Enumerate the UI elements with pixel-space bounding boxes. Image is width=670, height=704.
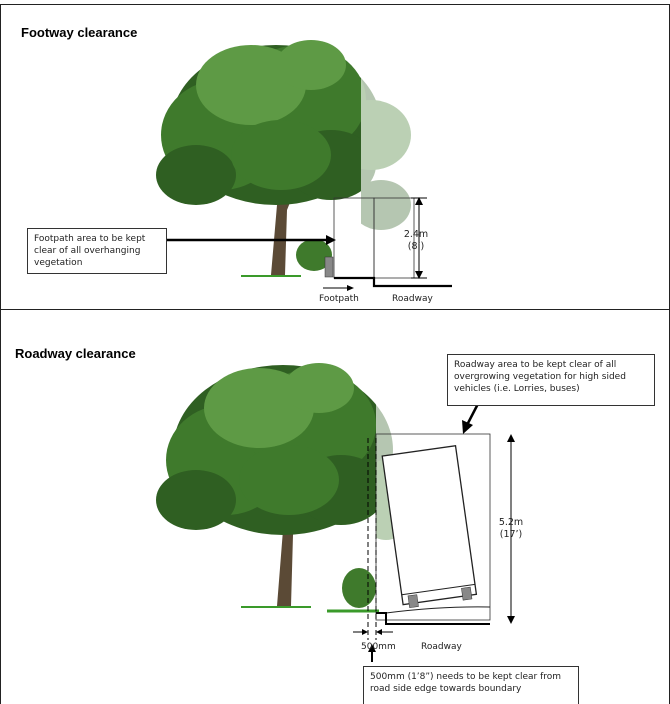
roadway-label: Roadway (421, 642, 462, 652)
footway-heading: Footway clearance (21, 25, 138, 40)
height-label-group: 2.4m (8’) (401, 229, 431, 253)
height-imperial: (17’) (499, 529, 523, 540)
offset-callout: 500mm (1’8”) needs to be kept clear from… (363, 666, 579, 704)
height-imperial: (8’) (407, 241, 425, 252)
footpath-label: Footpath (319, 294, 359, 304)
bollard (324, 256, 334, 278)
road-line (376, 612, 490, 625)
height-metric: 2.4m (403, 229, 429, 240)
tree-illustration (156, 363, 376, 606)
height-metric: 5.2m (498, 517, 524, 528)
footway-clearance-panel: Footway clearance (0, 4, 670, 310)
roadway-diagram (156, 363, 515, 662)
bush (342, 568, 376, 608)
vehicle-outline (381, 445, 478, 609)
tree-illustration (156, 40, 361, 275)
bush (296, 239, 332, 271)
roadway-heading: Roadway clearance (15, 346, 136, 361)
roadway-label: Roadway (392, 294, 433, 304)
roadway-clearance-panel: Roadway clearance (0, 309, 670, 704)
offset-label: 500mm (361, 642, 396, 652)
roadway-callout: Roadway area to be kept clear of all ove… (447, 354, 655, 406)
kerb-line (334, 276, 452, 288)
height-label-group: 5.2m (17’) (493, 517, 529, 541)
footpath-callout: Footpath area to be kept clear of all ov… (27, 228, 167, 274)
roadway-clearance-box (373, 197, 415, 279)
footway-diagram (156, 40, 452, 291)
